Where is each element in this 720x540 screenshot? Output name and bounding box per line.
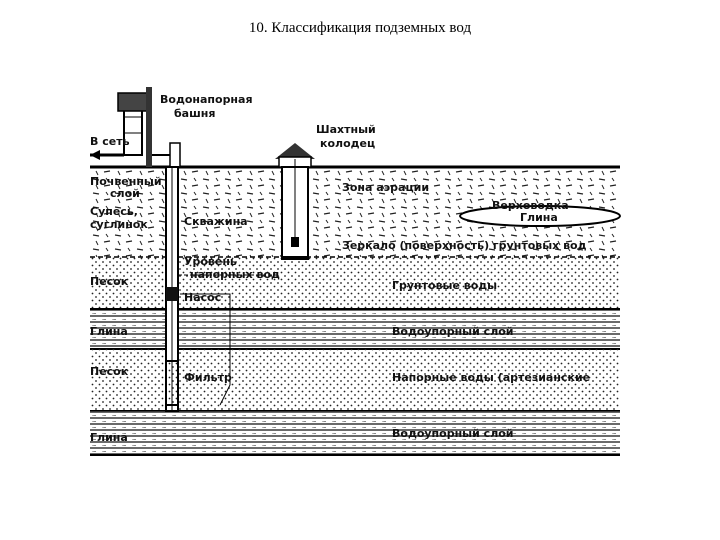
sand-lower-label: Песок <box>90 365 129 378</box>
clay-upper-label: Глина <box>90 325 128 338</box>
pump-label: Насос <box>184 291 221 304</box>
shaft-well-label: Шахтный колодец <box>316 123 380 150</box>
borehole-label: Скважина <box>184 215 248 228</box>
aquiclude-upper-label: Водоупорный слой <box>392 325 514 338</box>
slide-title: 10. Классификация подземных вод <box>0 20 720 37</box>
lens-clay-label: Глина <box>520 211 558 224</box>
filter-label: Фильтр <box>184 371 232 384</box>
shaft-well <box>275 143 315 259</box>
filter-icon <box>166 361 178 405</box>
artesian-label: Напорные воды (артезианские <box>392 371 590 384</box>
water-tower-label: Водонапорная башня <box>160 93 256 120</box>
sandy-loam-label: Супесь, суглинок <box>90 205 148 231</box>
pump-icon <box>166 287 178 301</box>
clay-lower-label: Глина <box>90 431 128 444</box>
network-arrow-icon <box>90 150 100 160</box>
aquiclude-lower-label: Водоупорный слой <box>392 427 514 440</box>
water-table-label: Зеркало (поверхность) грунтовых вод <box>342 239 587 252</box>
groundwater-diagram: Водонапорная башня В сеть Шахтный колоде… <box>80 85 625 470</box>
sand-upper-label: Песок <box>90 275 129 288</box>
aeration-zone-label: Зона аэрации <box>342 181 429 194</box>
to-network-label: В сеть <box>90 135 130 148</box>
clay-lower-layer <box>90 411 620 455</box>
groundwater-label: Грунтовые воды <box>392 279 497 292</box>
